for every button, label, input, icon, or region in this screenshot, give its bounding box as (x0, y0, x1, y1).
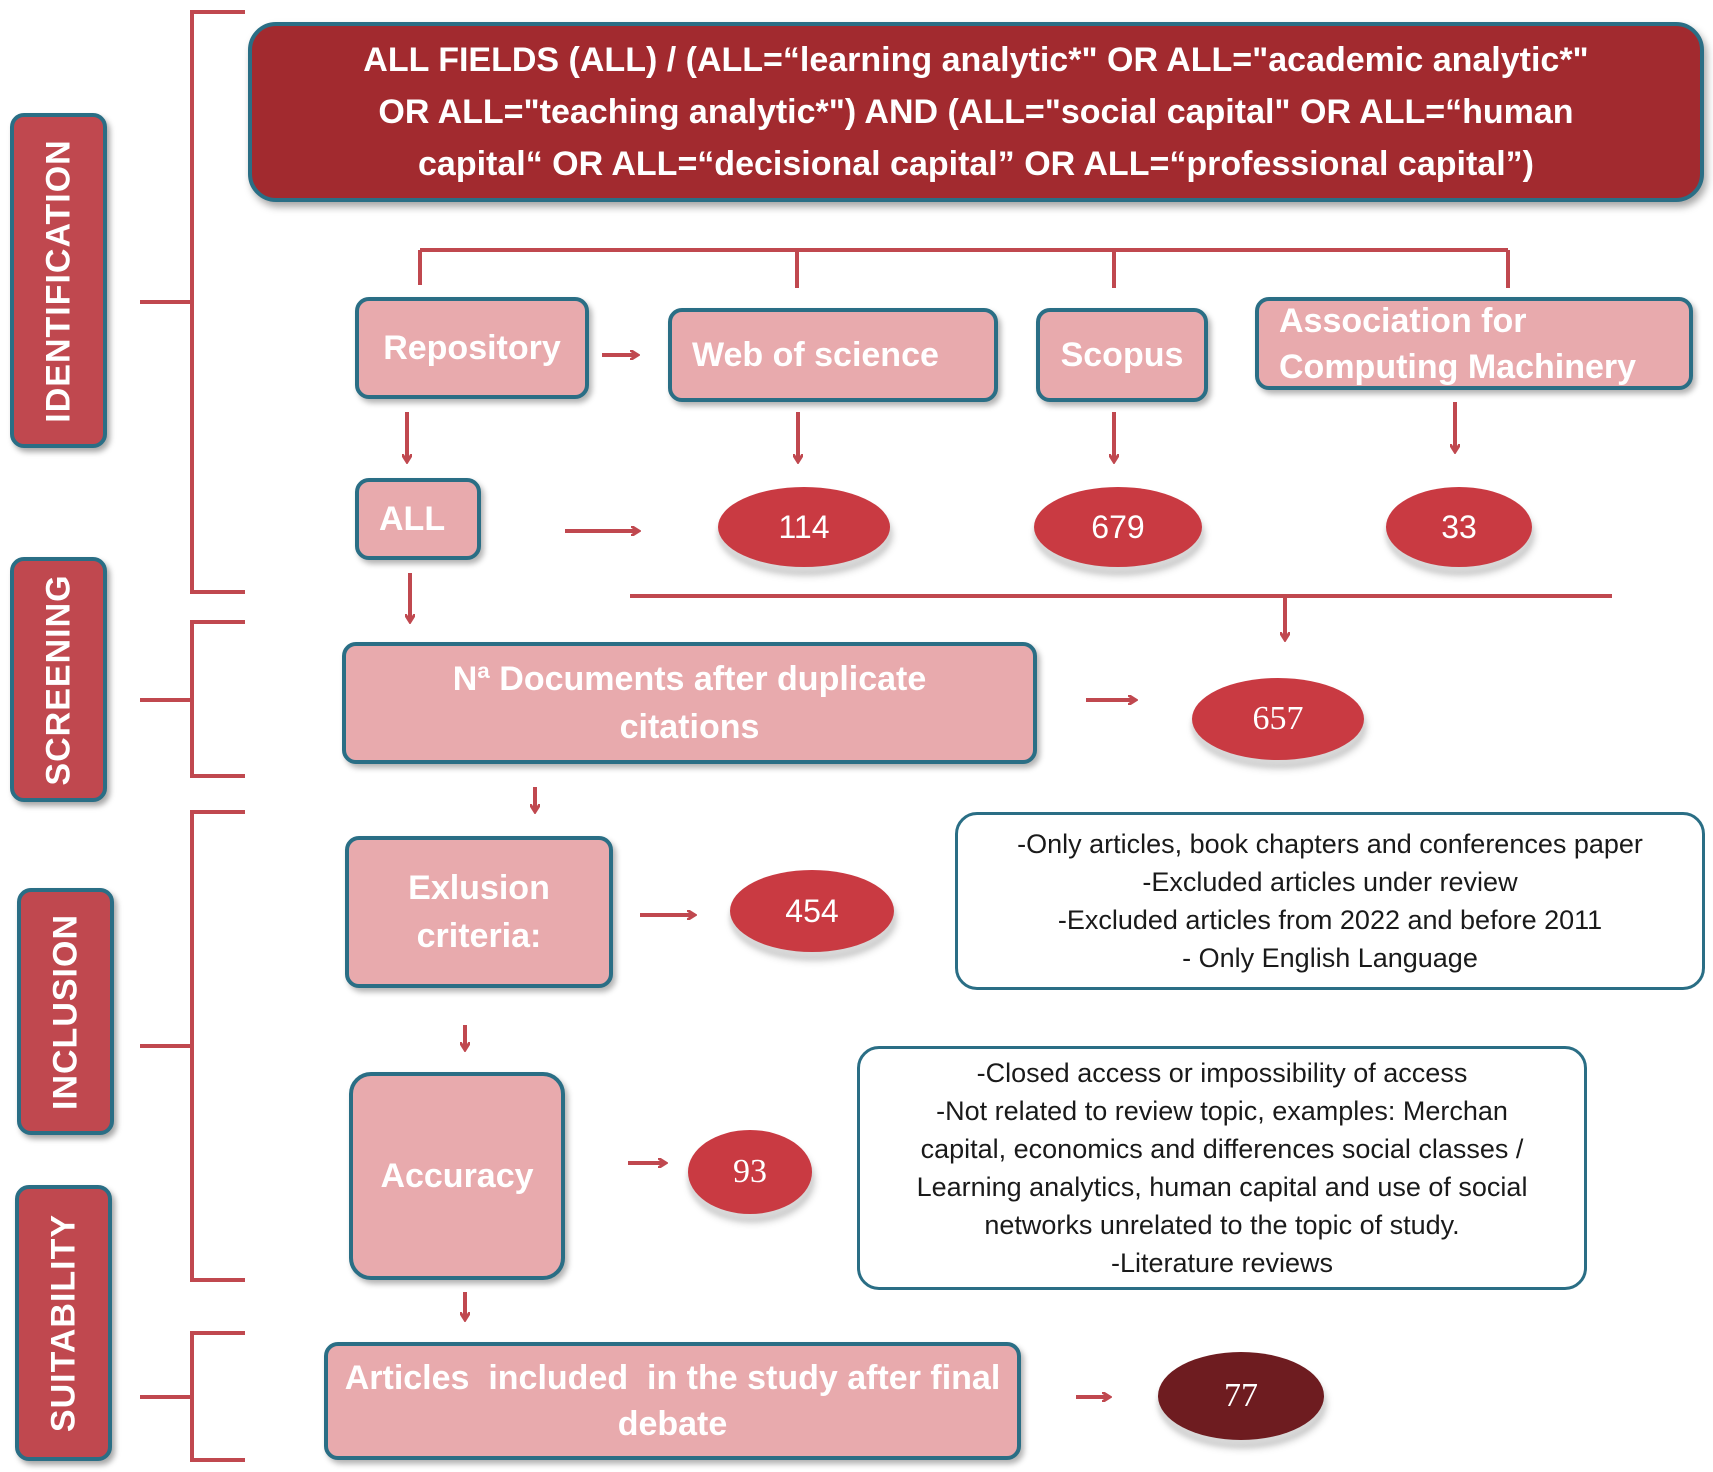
phase-identification-label: IDENTIFICATION (39, 138, 77, 423)
duplicates-label-line: Nª Documents after duplicate (452, 660, 927, 698)
exclusion-note-line: -Only articles, book chapters and confer… (1017, 829, 1643, 859)
count-acm-value: 33 (1441, 508, 1477, 545)
acm-label-line: Association for (1279, 301, 1527, 340)
exclusion-note-line: -Excluded articles from 2022 and before … (1057, 905, 1603, 935)
count-accuracy: 93 (688, 1130, 812, 1214)
all-box: ALL (355, 478, 481, 560)
count-web-of-science-value: 114 (778, 508, 830, 545)
screening-bracket (140, 620, 245, 778)
suitability-bracket (140, 1331, 245, 1462)
count-after-duplicates-value: 657 (1252, 700, 1304, 737)
final-box: Articles included in the study after fin… (324, 1342, 1021, 1460)
search-query-line: OR ALL="teaching analytic*") AND (ALL="s… (378, 93, 1574, 131)
repository-label: Repository (383, 329, 561, 367)
repository-box: Repository (355, 297, 589, 399)
inclusion-bracket (140, 810, 245, 1282)
acm-label-line: Computing Machinery (1279, 347, 1637, 386)
duplicates-label-line: citations (619, 708, 760, 746)
duplicates-box: Nª Documents after duplicate citations (342, 642, 1037, 764)
accuracy-note-line: -Closed access or impossibility of acces… (976, 1058, 1468, 1088)
search-query-line: ALL FIELDS (ALL) / (ALL=“learning analyt… (363, 41, 1589, 79)
source-distribution-line (418, 248, 1510, 288)
exclusion-label-line: criteria: (416, 917, 542, 955)
search-query-line: capital“ OR ALL=“decisional capital” OR … (418, 145, 1534, 183)
exclusion-note-line: - Only English Language (1182, 943, 1478, 973)
accuracy-note-line: Learning analytics, human capital and us… (916, 1172, 1528, 1202)
search-query-box: ALL FIELDS (ALL) / (ALL=“learning analyt… (248, 22, 1704, 202)
count-final: 77 (1158, 1352, 1324, 1440)
count-acm: 33 (1386, 487, 1532, 567)
web-of-science-label: Web of science (692, 336, 939, 374)
count-final-value: 77 (1224, 1377, 1258, 1414)
count-scopus-value: 679 (1091, 508, 1145, 545)
accuracy-label: Accuracy (380, 1157, 534, 1195)
exclusion-note-line: -Excluded articles under review (1142, 867, 1518, 897)
count-web-of-science: 114 (718, 487, 890, 567)
accuracy-box: Accuracy (349, 1072, 565, 1280)
exclusion-label-line: Exlusion (408, 869, 550, 907)
exclusion-criteria-notes: -Only articles, book chapters and confer… (955, 812, 1705, 990)
all-label: ALL (379, 500, 446, 538)
phase-screening-label: SCREENING (39, 573, 77, 786)
accuracy-note-line: capital, economics and differences socia… (920, 1134, 1524, 1164)
accuracy-note-line: networks unrelated to the topic of study… (984, 1210, 1460, 1240)
phase-screening: SCREENING (10, 557, 107, 802)
final-label-line: Articles included in the study after fin… (344, 1359, 1001, 1397)
phase-identification: IDENTIFICATION (10, 113, 107, 448)
phase-inclusion-label: INCLUSION (46, 913, 84, 1110)
count-scopus: 679 (1034, 487, 1202, 567)
scopus-box: Scopus (1036, 308, 1208, 402)
accuracy-note-line: -Literature reviews (1110, 1248, 1334, 1278)
exclusion-box: Exlusion criteria: (345, 836, 613, 988)
phase-inclusion: INCLUSION (17, 888, 114, 1135)
count-exclusion-value: 454 (785, 892, 839, 929)
count-after-duplicates: 657 (1192, 678, 1364, 760)
count-accuracy-value: 93 (733, 1153, 767, 1190)
accuracy-criteria-notes: -Closed access or impossibility of acces… (857, 1046, 1587, 1290)
count-exclusion: 454 (730, 870, 894, 952)
web-of-science-box: Web of science (668, 308, 998, 402)
scopus-label: Scopus (1060, 336, 1184, 374)
accuracy-note-line: -Not related to review topic, examples: … (936, 1096, 1508, 1126)
phase-suitability-label: SUITABILITY (44, 1213, 82, 1433)
final-label-line: debate (617, 1405, 728, 1443)
acm-box: Association for Computing Machinery (1255, 297, 1693, 390)
phase-suitability: SUITABILITY (15, 1185, 112, 1461)
identification-bracket (140, 10, 245, 594)
